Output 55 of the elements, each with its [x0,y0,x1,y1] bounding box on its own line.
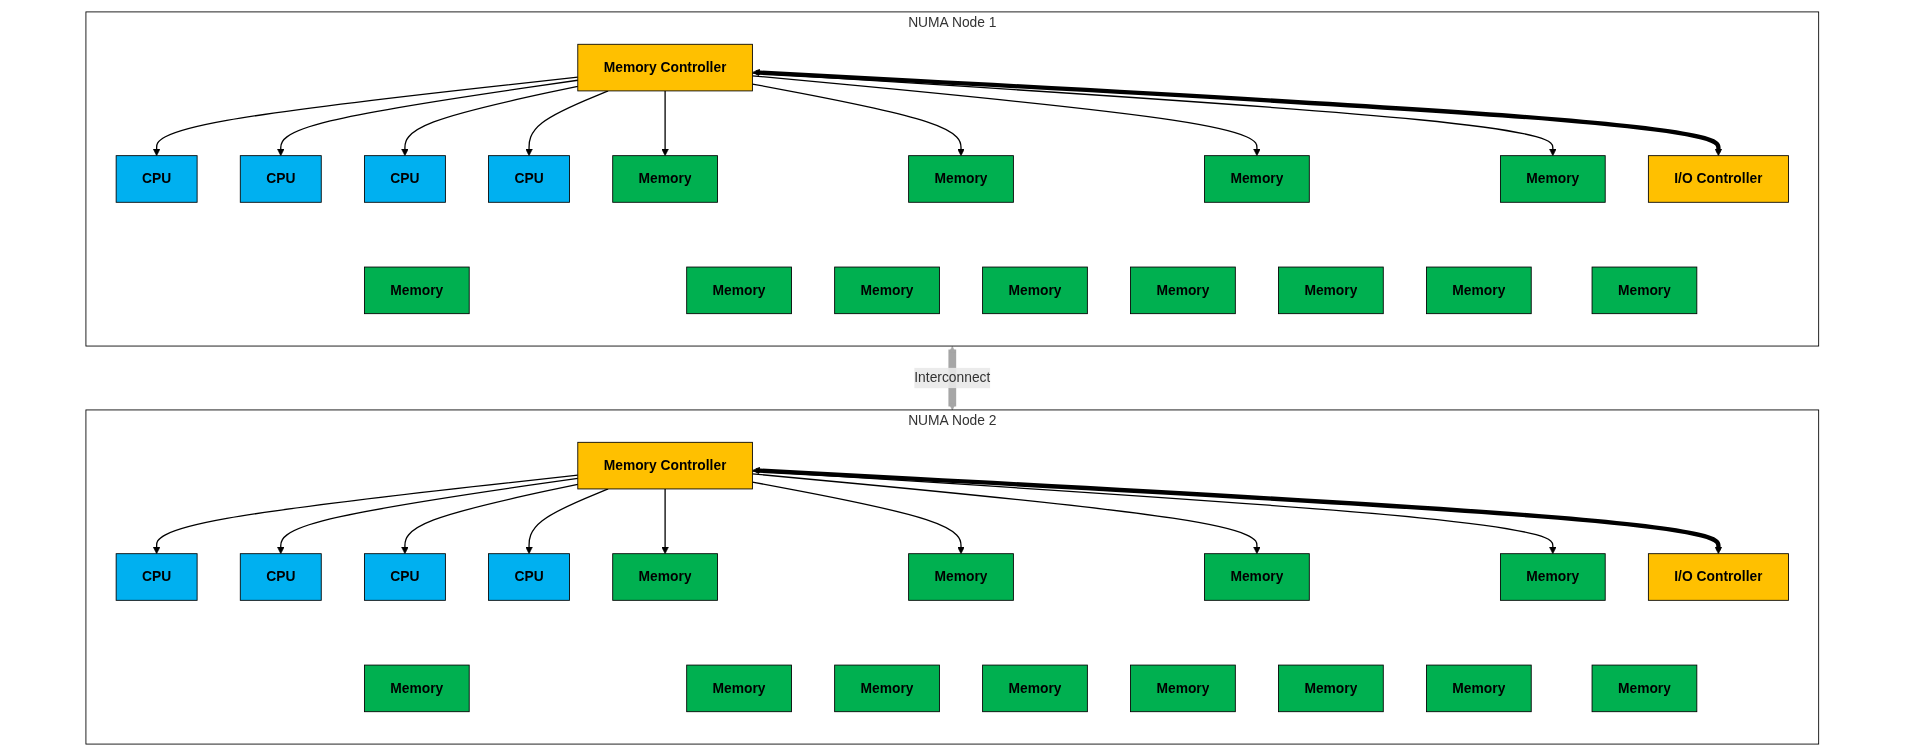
node-box: I/O Controller [1648,553,1790,601]
node-box: Memory [982,664,1088,713]
node-box: Memory [908,155,1015,203]
arrow [277,79,579,156]
arrow [752,68,1723,156]
arrow [153,76,579,156]
node-box: Memory [1130,664,1236,713]
node-box: CPU [240,553,322,601]
node-box: CPU [488,155,571,203]
arrow [277,477,579,555]
node-box: Memory [1204,155,1310,203]
node-box: CPU [364,155,447,203]
node-box: Memory [1278,664,1384,713]
arrow [525,90,609,156]
node-box: Memory [1500,155,1606,203]
node-box: CPU [364,553,447,601]
node-box: Memory [612,155,719,203]
node-box: Memory [612,553,719,601]
node-box: Memory [834,664,941,713]
node-box: CPU [240,155,322,203]
node-box: Memory [1426,266,1532,315]
arrow [751,75,1261,156]
node-box: Memory [686,664,793,713]
node-box: Memory [1130,266,1236,315]
arrow [661,90,670,156]
node-box: CPU [115,155,198,203]
node-box: Memory [364,664,470,713]
arrow [751,481,965,555]
node-box: Memory [686,266,793,315]
node-box: I/O Controller [1648,155,1790,203]
node-box: Memory [834,266,941,315]
arrow [661,488,670,555]
arrow [751,72,1557,156]
arrow [525,488,609,555]
node-box: Memory [1500,553,1606,601]
arrow [153,474,579,555]
node-box: Memory [1426,664,1532,713]
node-box: Memory [1591,266,1698,315]
node-box: CPU [488,553,571,601]
node-box: CPU [115,553,198,601]
node-box: Memory [364,266,470,315]
arrow [401,483,579,555]
edge-label: Interconnect [914,370,991,385]
node-box: Memory [982,266,1088,315]
node-box: Memory [1591,664,1698,713]
node-box: Memory [1204,553,1310,601]
arrow [401,85,579,156]
node-box: Memory [1278,266,1384,315]
arrow [752,466,1723,555]
arrow [751,83,965,156]
node-box: Memory Controller [577,43,754,92]
arrow [751,470,1557,555]
arrow [751,473,1261,555]
node-box: Memory [908,553,1015,601]
node-box: Memory Controller [577,441,754,490]
